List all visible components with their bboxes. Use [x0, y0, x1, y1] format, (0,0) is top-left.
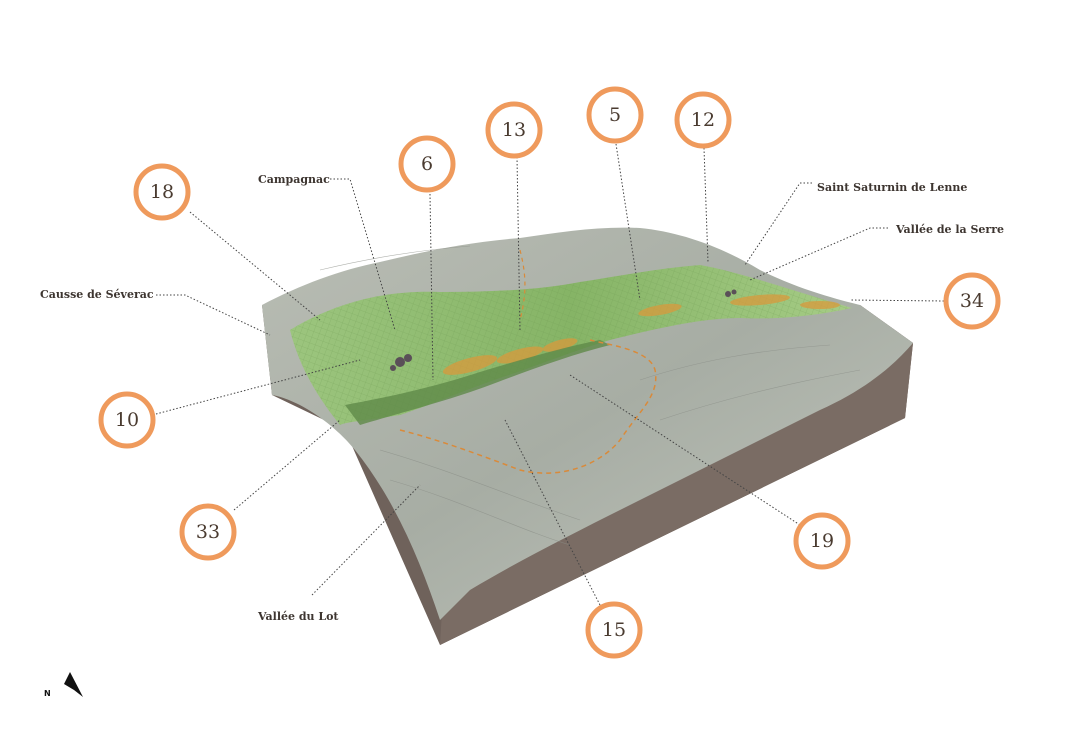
contour-lines: [319, 245, 861, 546]
north-label: N: [44, 689, 51, 698]
forest-band: [345, 340, 610, 425]
label-vallee-serre: Vallée de la Serre: [895, 223, 1004, 236]
boundary-line: [399, 339, 657, 474]
leader-lines: [155, 143, 945, 606]
leader-19: [569, 374, 801, 526]
marker-33-number: 33: [196, 521, 220, 543]
marker-15[interactable]: 15: [585, 601, 643, 659]
marker-6[interactable]: 6: [398, 135, 456, 193]
leader-severac: [156, 294, 271, 336]
farmland-patches: [442, 294, 840, 375]
north-arrow-icon: [64, 672, 83, 697]
marker-12[interactable]: 12: [674, 91, 732, 149]
label-vallee-lot: Vallée du Lot: [257, 610, 339, 623]
marker-5[interactable]: 5: [586, 86, 644, 144]
marker-12-number: 12: [691, 109, 715, 131]
leader-12: [703, 147, 709, 263]
marker-13-number: 13: [502, 119, 526, 141]
place-labels: Campagnac Saint Saturnin de Lenne Vallée…: [40, 173, 1004, 623]
marker-19-number: 19: [810, 530, 834, 552]
leader-serre: [749, 227, 888, 281]
label-causse-severac: Causse de Séverac: [40, 288, 154, 301]
marker-10-number: 10: [115, 409, 139, 431]
north-arrow: N: [44, 672, 83, 698]
leader-6: [429, 193, 434, 381]
marker-34-number: 34: [960, 290, 984, 312]
marker-34[interactable]: 34: [943, 272, 1001, 330]
leader-34: [849, 299, 945, 302]
marker-5-number: 5: [609, 104, 621, 126]
leader-18: [189, 211, 321, 321]
marker-33[interactable]: 33: [179, 503, 237, 561]
marker-10[interactable]: 10: [98, 391, 156, 449]
terrain-block: [262, 227, 913, 645]
numbered-markers: 18 6 13 5 12 34 10 33: [98, 86, 1001, 659]
marker-18-number: 18: [150, 181, 174, 203]
marker-6-number: 6: [421, 153, 433, 175]
leader-lot: [311, 484, 421, 596]
leader-33: [233, 419, 341, 511]
leader-10: [155, 359, 361, 415]
marker-18[interactable]: 18: [133, 163, 191, 221]
label-campagnac: Campagnac: [258, 173, 330, 186]
marker-15-number: 15: [602, 619, 626, 641]
leader-saint-saturnin: [744, 182, 812, 266]
marker-13[interactable]: 13: [485, 101, 543, 159]
marker-19[interactable]: 19: [793, 512, 851, 570]
leader-13: [516, 156, 521, 331]
label-saint-saturnin: Saint Saturnin de Lenne: [817, 181, 967, 194]
village-marks: [390, 289, 737, 371]
